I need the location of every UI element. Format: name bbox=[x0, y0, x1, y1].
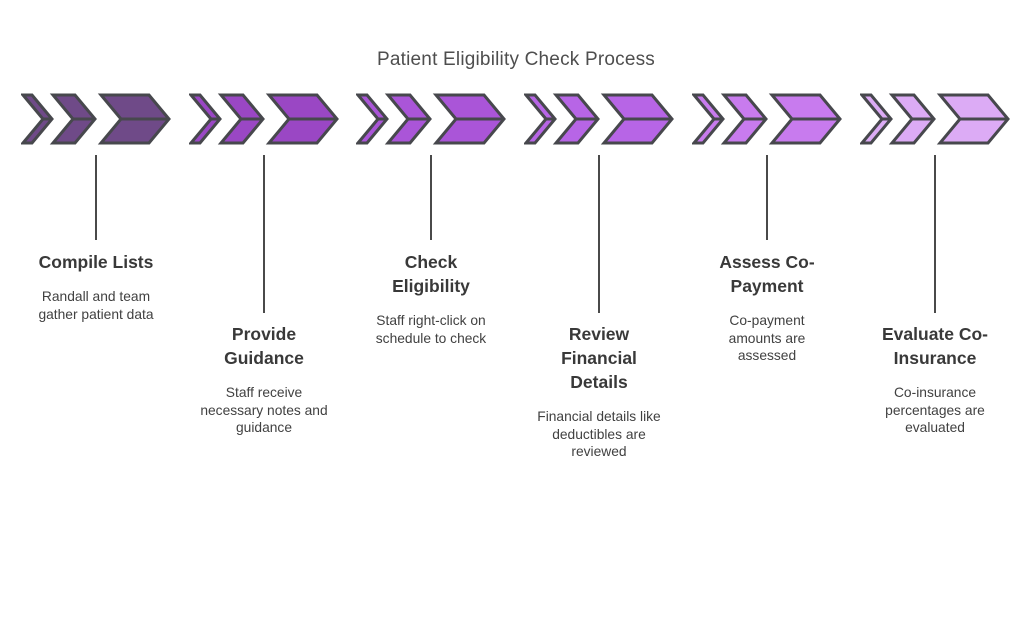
connector-line bbox=[430, 155, 432, 240]
step-label: Check Eligibility Staff right-click on s… bbox=[343, 250, 519, 347]
step-label: Assess Co- Payment Co-payment amounts ar… bbox=[679, 250, 855, 365]
step-label: Evaluate Co- Insurance Co-insurance perc… bbox=[847, 322, 1023, 437]
step-label: Provide Guidance Staff receive necessary… bbox=[176, 322, 352, 437]
step-title: Assess Co- Payment bbox=[719, 252, 815, 296]
connector-line bbox=[934, 155, 936, 313]
step-description: Staff right-click on schedule to check bbox=[375, 313, 487, 346]
step-description: Financial details like deductibles are r… bbox=[537, 409, 661, 459]
process-step-6: Evaluate Co- Insurance Co-insurance perc… bbox=[860, 93, 1010, 435]
step-title: Evaluate Co- Insurance bbox=[882, 324, 988, 368]
step-title: Check Eligibility bbox=[392, 252, 470, 296]
chevron-arrows-icon bbox=[356, 93, 506, 145]
process-step-3: Check Eligibility Staff right-click on s… bbox=[356, 93, 506, 346]
step-description: Co-payment amounts are assessed bbox=[728, 313, 806, 363]
process-step-1: Compile Lists Randall and team gather pa… bbox=[21, 93, 171, 322]
connector-line bbox=[95, 155, 97, 240]
connector-line bbox=[263, 155, 265, 313]
diagram-title: Patient Eligibility Check Process bbox=[377, 49, 655, 70]
step-description: Co-insurance percentages are evaluated bbox=[885, 385, 985, 435]
chevron-arrows-icon bbox=[860, 93, 1010, 145]
step-title: Provide Guidance bbox=[224, 324, 304, 368]
connector-line bbox=[766, 155, 768, 240]
connector-line bbox=[598, 155, 600, 313]
step-label: Review Financial Details Financial detai… bbox=[511, 322, 687, 461]
process-step-5: Assess Co- Payment Co-payment amounts ar… bbox=[692, 93, 842, 363]
chevron-arrows-icon bbox=[692, 93, 842, 145]
chevron-arrows-icon bbox=[524, 93, 674, 145]
process-step-4: Review Financial Details Financial detai… bbox=[524, 93, 674, 459]
step-description: Staff receive necessary notes and guidan… bbox=[200, 385, 328, 435]
chevron-arrows-icon bbox=[189, 93, 339, 145]
process-step-2: Provide Guidance Staff receive necessary… bbox=[189, 93, 339, 435]
step-title: Compile Lists bbox=[38, 252, 154, 272]
chevron-arrows-icon bbox=[21, 93, 171, 145]
step-label: Compile Lists Randall and team gather pa… bbox=[8, 250, 184, 323]
step-title: Review Financial Details bbox=[561, 324, 637, 392]
step-description: Randall and team gather patient data bbox=[38, 289, 154, 322]
